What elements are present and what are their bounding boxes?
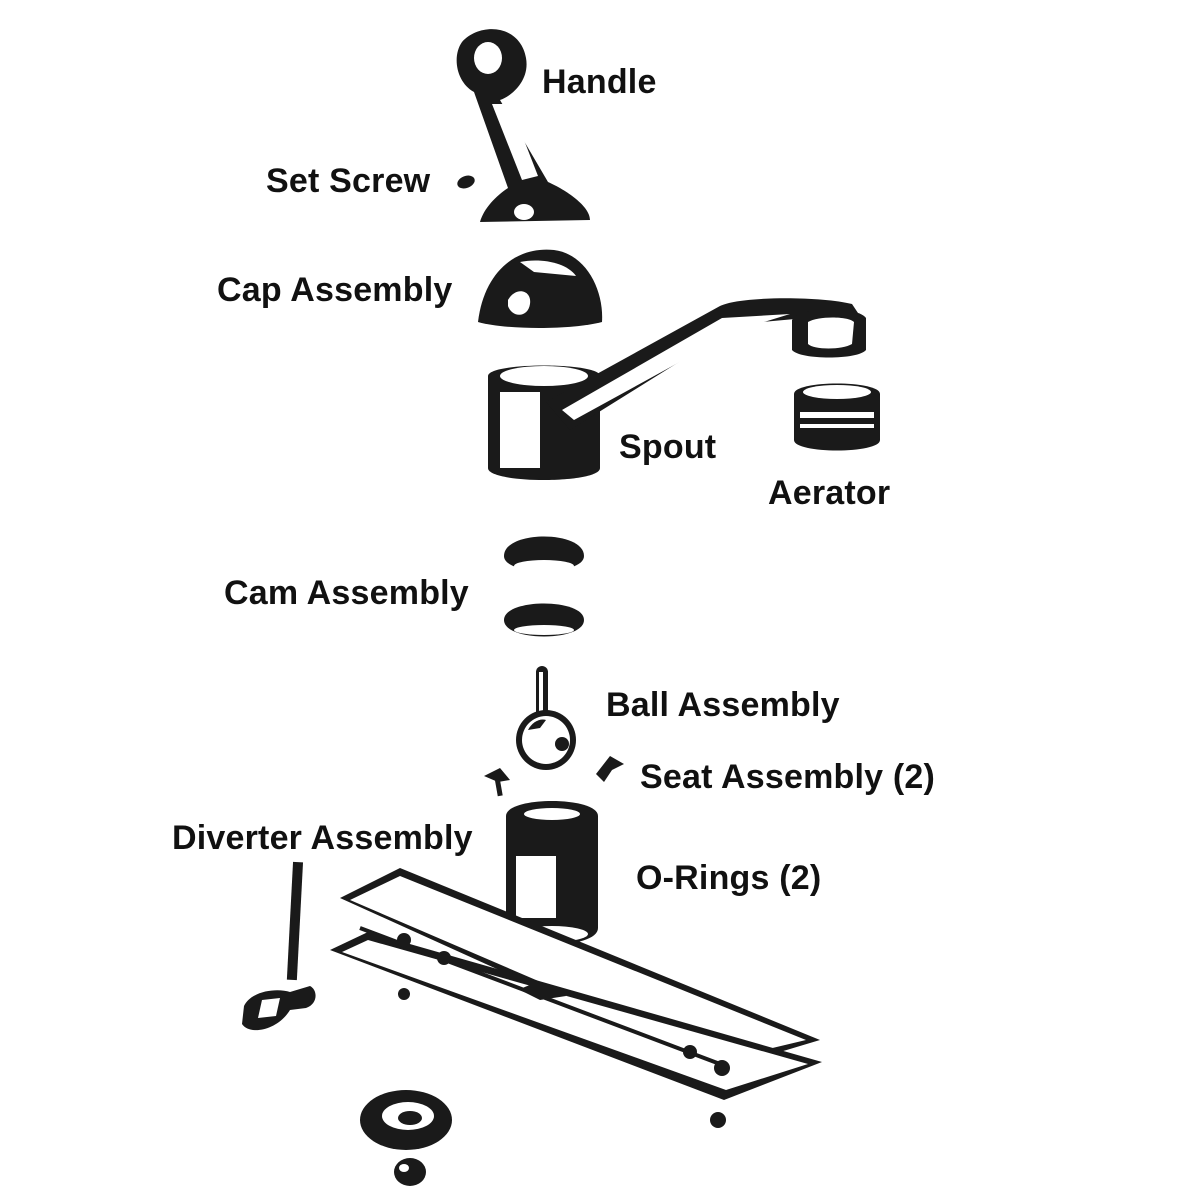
seat-assembly-part: [484, 756, 624, 797]
o-rings-part: [506, 801, 598, 945]
aerator-label: Aerator: [768, 474, 891, 512]
cap-assembly-label: Cap Assembly: [217, 271, 453, 309]
handle-label: Handle: [542, 63, 657, 101]
cam-assembly-label: Cam Assembly: [224, 574, 469, 612]
set-screw-label: Set Screw: [266, 162, 431, 200]
o-rings-label: O-Rings (2): [636, 859, 822, 897]
set-screw-part: [457, 175, 475, 189]
diverter-assembly-part: [242, 861, 316, 1031]
seat-assembly-label: Seat Assembly (2): [640, 758, 936, 796]
diverter-assembly-label: Diverter Assembly: [172, 819, 473, 857]
cap-assembly-part: [478, 249, 603, 328]
spout-part: [488, 298, 866, 480]
aerator-part: [794, 383, 880, 451]
cam-assembly-part: [504, 536, 584, 637]
spout-label: Spout: [619, 428, 717, 466]
handle-part: [456, 29, 590, 222]
ball-assembly-part: [516, 666, 576, 770]
ball-assembly-label: Ball Assembly: [606, 686, 840, 724]
mounting-nut-part: [360, 1090, 452, 1186]
escutcheon-plate: [330, 868, 822, 1128]
